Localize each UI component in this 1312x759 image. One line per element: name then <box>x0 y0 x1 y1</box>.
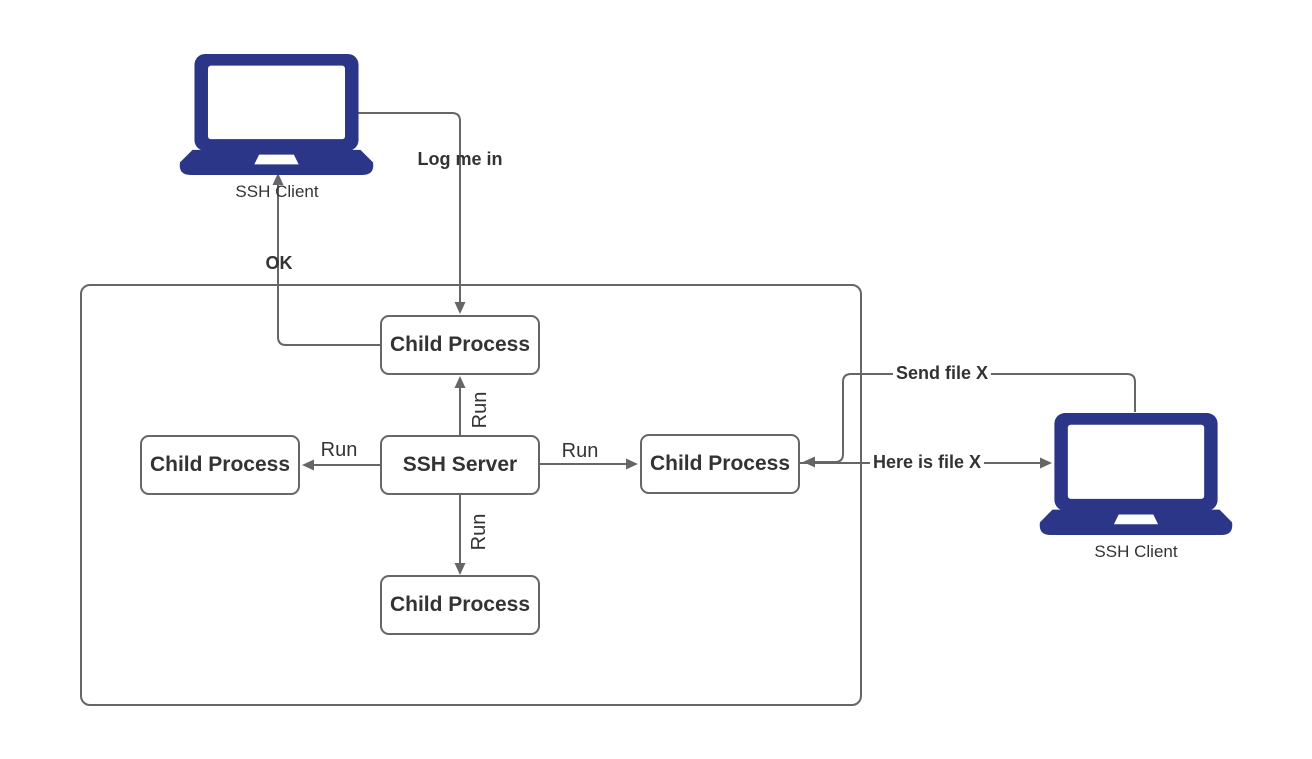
arrowhead-ok <box>272 173 284 185</box>
label-ssh-client-right: SSH Client <box>1094 541 1178 561</box>
node-label: Child Process <box>389 333 531 356</box>
node-child-process-top: Child Process <box>380 315 540 375</box>
node-label: SSH Server <box>402 453 518 476</box>
server-boundary-box <box>80 284 862 706</box>
arrowhead-run-down <box>454 563 466 575</box>
node-label: Child Process <box>389 593 531 616</box>
laptop-icon-right <box>1039 413 1233 535</box>
edge-log-me-in <box>357 112 461 302</box>
arrowhead-here-is-file-x <box>1040 457 1052 469</box>
edge-ok <box>277 185 380 346</box>
node-label: Child Process <box>149 453 291 476</box>
label-ssh-client-left: SSH Client <box>235 181 319 201</box>
edge-label-log-me-in: Log me in <box>417 149 503 170</box>
arrowhead-run-left <box>302 459 314 471</box>
node-child-process-right: Child Process <box>640 434 800 494</box>
edge-label-run-up: Run <box>469 391 491 429</box>
edge-label-run-right: Run <box>561 440 599 462</box>
edge-label-ok: OK <box>265 253 293 274</box>
laptop-icon-left <box>179 54 374 175</box>
edge-label-here-is-file-x: Here is file X <box>869 452 985 474</box>
edge-label-run-left: Run <box>320 439 358 461</box>
arrowhead-send-file-x <box>803 456 815 468</box>
arrowhead-run-up <box>454 376 466 388</box>
arrowhead-log-me-in <box>454 302 466 314</box>
edge-label-run-down: Run <box>468 513 490 551</box>
node-ssh-server: SSH Server <box>380 435 540 495</box>
edge-label-send-file-x: Send file X <box>892 363 992 385</box>
edge-send-file-x <box>815 373 1136 463</box>
node-label: Child Process <box>649 452 791 475</box>
arrowhead-run-right <box>626 458 638 470</box>
node-child-process-bottom: Child Process <box>380 575 540 635</box>
node-child-process-left: Child Process <box>140 435 300 495</box>
